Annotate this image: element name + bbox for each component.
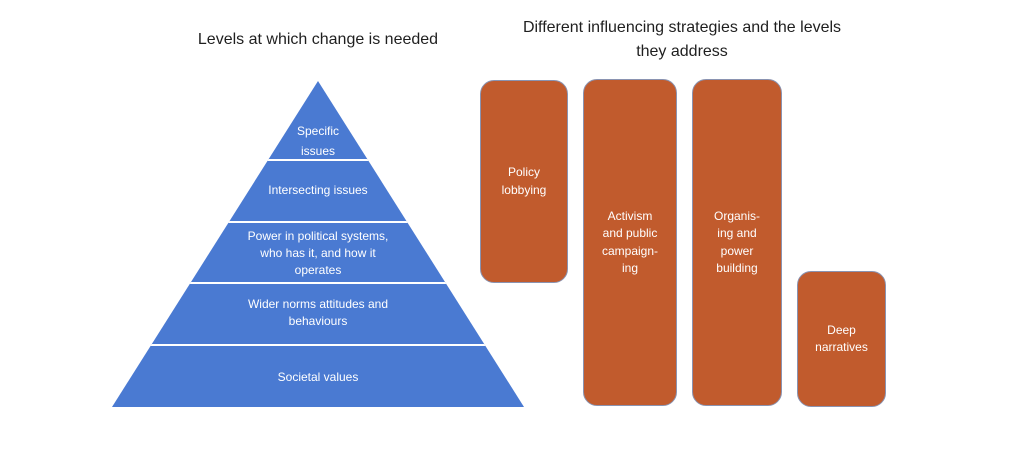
change-levels-pyramid: Specific issues Intersecting issues Powe…	[112, 81, 524, 407]
strategy-label-organising-power-building: Organis- ing and power building	[713, 208, 760, 275]
pyramid-divider-3	[112, 282, 524, 284]
strategy-box-policy-lobbying: Policy lobbying	[480, 80, 568, 283]
pyramid-divider-2	[112, 221, 524, 223]
strategy-box-activism-campaigning: Activism and public campaign- ing	[583, 79, 677, 406]
strategy-box-organising-power-building: Organis- ing and power building	[692, 79, 782, 406]
strategy-box-deep-narratives: Deep narratives	[797, 271, 886, 407]
pyramid-section-title: Levels at which change is needed	[197, 31, 439, 48]
strategy-label-deep-narratives: Deep narratives	[815, 322, 868, 354]
pyramid-level-power-in-political-systems: Power in political systems, who has it, …	[247, 229, 389, 277]
pyramid-divider-1	[112, 159, 524, 161]
pyramid-divider-4	[112, 344, 524, 346]
strategies-section-title: Different influencing strategies and the…	[522, 19, 842, 60]
strategy-label-policy-lobbying: Policy lobbying	[501, 165, 547, 197]
pyramid-level-wider-norms: Wider norms attitudes and behaviours	[247, 297, 389, 328]
pyramid-level-specific-issues: Specific issues	[296, 124, 340, 158]
pyramid-level-societal-values: Societal values	[277, 370, 359, 384]
strategy-label-activism-campaigning: Activism and public campaign- ing	[601, 208, 659, 275]
pyramid-level-intersecting-issues: Intersecting issues	[268, 183, 368, 197]
